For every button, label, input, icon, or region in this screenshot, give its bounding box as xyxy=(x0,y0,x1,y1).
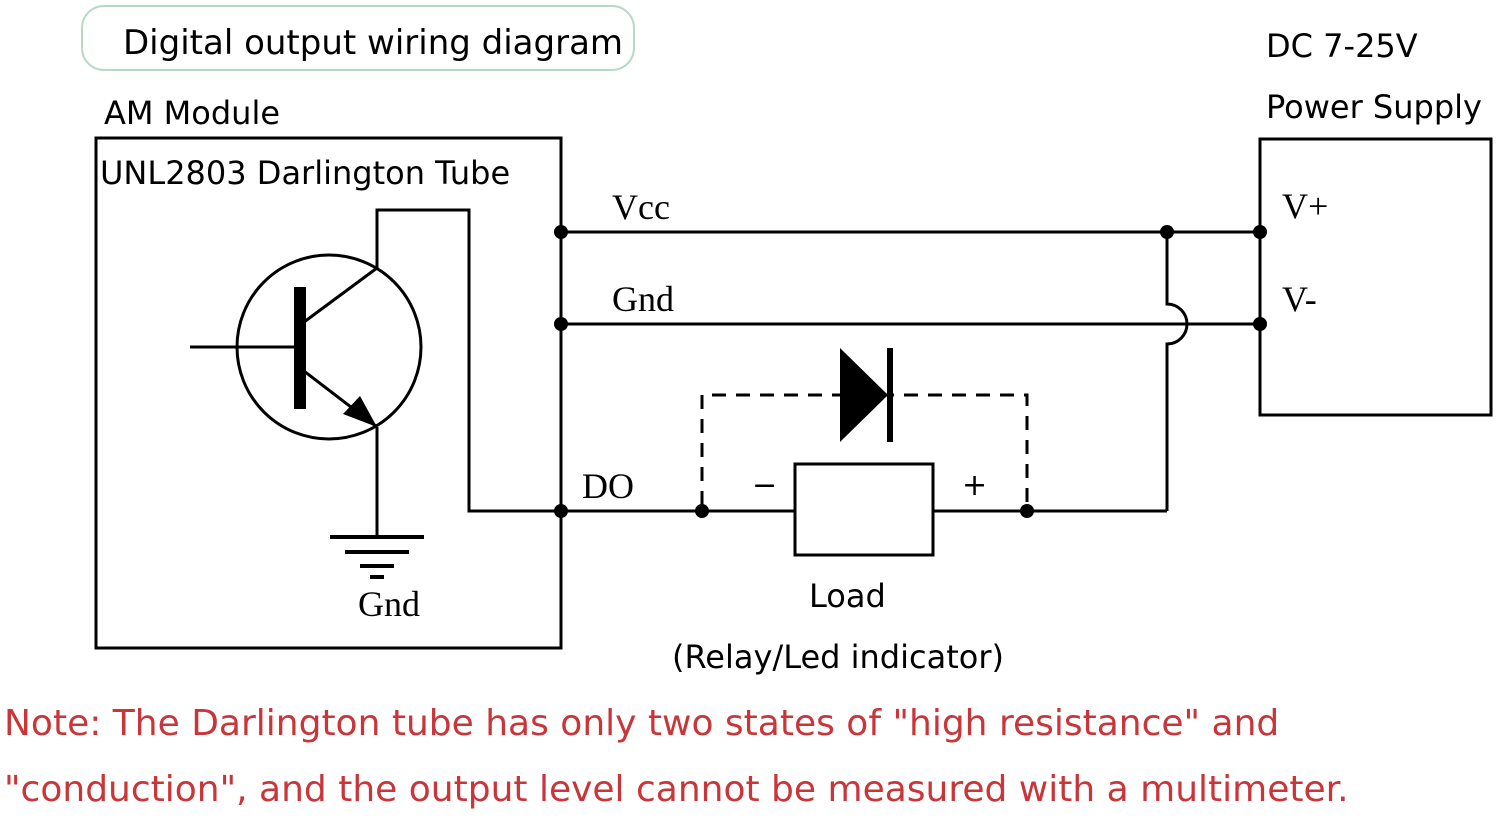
module-inner-label: UNL2803 Darlington Tube xyxy=(100,154,510,192)
title-group: Digital output wiring diagram xyxy=(81,5,635,71)
diagram-title: Digital output wiring diagram xyxy=(123,23,623,63)
load: − + Load (Relay/Led indicator) xyxy=(672,462,1004,676)
do-line: DO xyxy=(554,466,1167,518)
module-ground-label: Gnd xyxy=(358,584,420,624)
title-frame xyxy=(81,5,635,71)
do-label: DO xyxy=(582,466,634,506)
vcc-label: Vcc xyxy=(612,187,670,227)
vcc-to-load-wire xyxy=(1165,232,1189,511)
note: Note: The Darlington tube has only two s… xyxy=(4,703,1349,810)
collector-to-do-wire xyxy=(375,208,561,513)
diode-icon xyxy=(840,348,888,442)
am-module: AM Module UNL2803 Darlington Tube Gnd xyxy=(94,94,563,650)
terminal-positive: V+ xyxy=(1282,186,1328,226)
flyback-diode xyxy=(700,348,1029,505)
module-box xyxy=(94,136,563,650)
load-minus-sign: − xyxy=(752,468,777,503)
power-supply-box xyxy=(1258,137,1493,417)
power-supply-label: Power Supply xyxy=(1266,88,1482,126)
note-line-2: "conduction", and the output level canno… xyxy=(4,769,1349,810)
load-box xyxy=(793,462,935,557)
emitter-arrow xyxy=(343,396,377,427)
module-label: AM Module xyxy=(104,94,280,132)
vcc-line: Vcc xyxy=(554,187,1267,239)
load-label: Load xyxy=(809,577,886,615)
transistor-collector xyxy=(299,266,378,327)
ground-icon xyxy=(330,535,424,579)
load-node-plus xyxy=(1020,504,1034,518)
power-supply: DC 7-25V Power Supply V+ V- xyxy=(1258,27,1493,417)
gnd-label: Gnd xyxy=(612,279,674,319)
gnd-line: Gnd xyxy=(554,279,1267,331)
note-line-1: Note: The Darlington tube has only two s… xyxy=(4,703,1279,744)
load-plus-sign: + xyxy=(962,468,987,503)
load-sublabel: (Relay/Led indicator) xyxy=(672,638,1004,676)
power-supply-voltage: DC 7-25V xyxy=(1266,27,1418,65)
load-node-minus xyxy=(695,504,709,518)
terminal-negative: V- xyxy=(1282,279,1317,319)
darlington-transistor-symbol xyxy=(190,208,561,535)
